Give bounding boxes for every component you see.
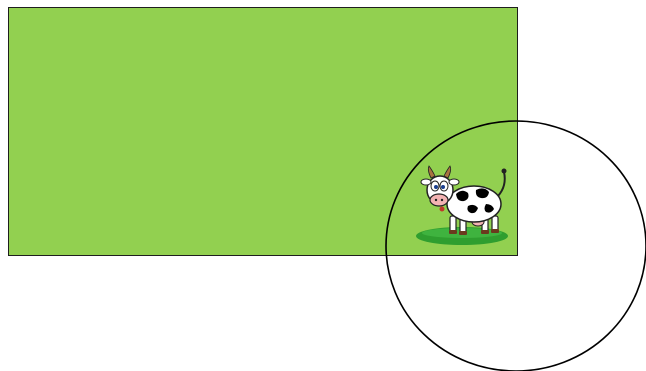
cow-hoof bbox=[481, 230, 489, 234]
cow-ear bbox=[449, 179, 459, 185]
cow-nostril bbox=[441, 199, 443, 201]
cow-tail bbox=[498, 172, 505, 196]
cow-bell bbox=[440, 207, 445, 212]
cow-horn bbox=[444, 166, 451, 178]
cow-horn bbox=[428, 166, 435, 178]
cow-nose bbox=[430, 194, 448, 206]
cow-nostril bbox=[435, 199, 437, 201]
cow-icon[interactable] bbox=[410, 160, 515, 248]
cow-leg bbox=[492, 216, 498, 231]
cow-tail-tip bbox=[502, 169, 507, 174]
cow-leg bbox=[450, 216, 456, 232]
cow-hoof bbox=[491, 229, 499, 233]
cow-pupil bbox=[434, 185, 438, 189]
cow-body bbox=[447, 186, 501, 222]
cow-hoof bbox=[459, 231, 467, 235]
cow-hoof bbox=[449, 230, 457, 234]
cow-pupil bbox=[441, 185, 445, 189]
cow-ear bbox=[421, 179, 431, 185]
